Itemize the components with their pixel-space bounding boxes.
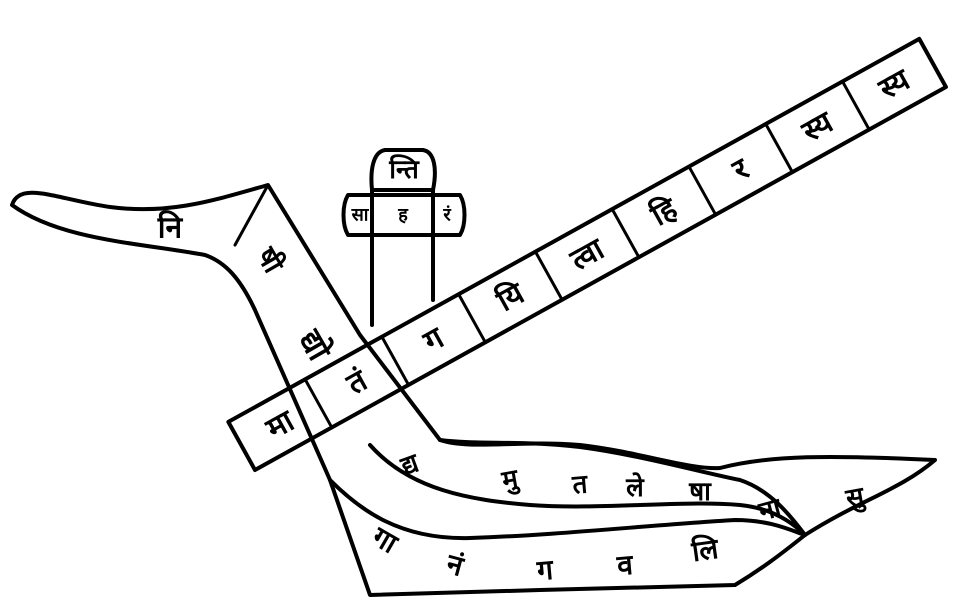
main-bar-syllable: र (726, 151, 756, 189)
lower-band-syllable: नं (442, 547, 468, 584)
top-box-top-syllable: न्ति (388, 154, 420, 185)
top-box-right-syllable: रं (442, 205, 451, 226)
neck-syllable-1: षी (249, 241, 291, 280)
main-bar-divider (305, 379, 332, 427)
main-bar-divider (535, 252, 562, 300)
main-bar-syllable: तं (340, 362, 374, 402)
upper-leaf-syllable: त (570, 469, 590, 500)
main-bar-divider (843, 81, 870, 129)
main-bar-syllable: ग (417, 320, 451, 360)
main-bar-divider (382, 337, 409, 385)
upper-leaf-syllable: ले (625, 472, 645, 503)
upper-leaf-syllable: मु (499, 464, 522, 498)
main-bar: मा तं ग यि त्वा हि र स्य स्य (228, 39, 946, 470)
main-bar-divider (766, 124, 793, 172)
beak-syllable: नि (157, 210, 184, 246)
main-bar-divider (459, 294, 486, 342)
main-bar-syllable: मा (260, 403, 301, 447)
main-bar-syllable: यि (490, 274, 532, 319)
lower-band-syllable: लि (689, 532, 722, 569)
main-bar-divider (612, 209, 639, 257)
lower-band-syllable: व (615, 548, 636, 582)
neck-syllable-2: द्यो (291, 322, 339, 368)
main-bar-syllable: स्य (796, 104, 841, 150)
main-bar-divider (689, 167, 716, 215)
top-box-left-syllable: सा (351, 205, 370, 226)
upper-leaf-syllable: षा (688, 477, 712, 507)
main-bar-syllable: हि (644, 190, 684, 234)
lower-band-syllable: ग (535, 553, 556, 587)
main-bar-syllable: त्वा (564, 231, 611, 278)
upper-leaf-syllable: द्य (396, 448, 424, 483)
top-box-middle-syllable: ह (397, 205, 409, 226)
main-bar-syllable: स्य (872, 62, 917, 108)
